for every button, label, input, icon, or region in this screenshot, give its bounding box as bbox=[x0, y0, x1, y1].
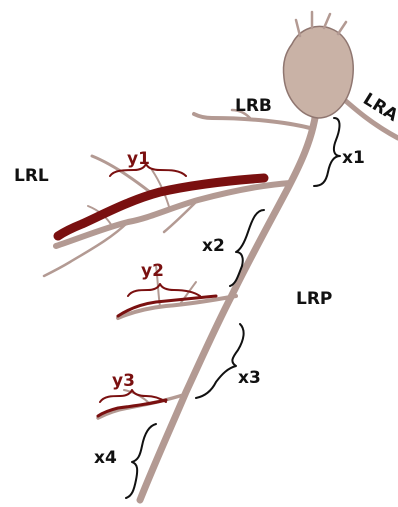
labels: LRA LRB LRL LRP x1 x2 x3 x4 y1 y2 y3 bbox=[14, 89, 398, 468]
label-y2: y2 bbox=[141, 261, 164, 281]
label-lra: LRA bbox=[359, 89, 398, 126]
soma bbox=[283, 26, 353, 118]
y3-brace bbox=[100, 390, 166, 402]
label-y1: y1 bbox=[127, 149, 150, 169]
lrl-twig-2 bbox=[44, 222, 128, 276]
label-lrb: LRB bbox=[235, 96, 272, 116]
neuron-processes bbox=[44, 12, 398, 500]
label-x4: x4 bbox=[94, 448, 117, 468]
x4-brace bbox=[126, 424, 156, 498]
label-y3: y3 bbox=[112, 371, 135, 391]
label-x2: x2 bbox=[202, 236, 225, 256]
label-lrp: LRP bbox=[296, 289, 332, 309]
label-x3: x3 bbox=[238, 368, 261, 388]
label-x1: x1 bbox=[342, 148, 365, 168]
x1-brace bbox=[314, 118, 340, 186]
lrb-branch bbox=[194, 114, 310, 128]
label-lrl: LRL bbox=[14, 166, 49, 186]
